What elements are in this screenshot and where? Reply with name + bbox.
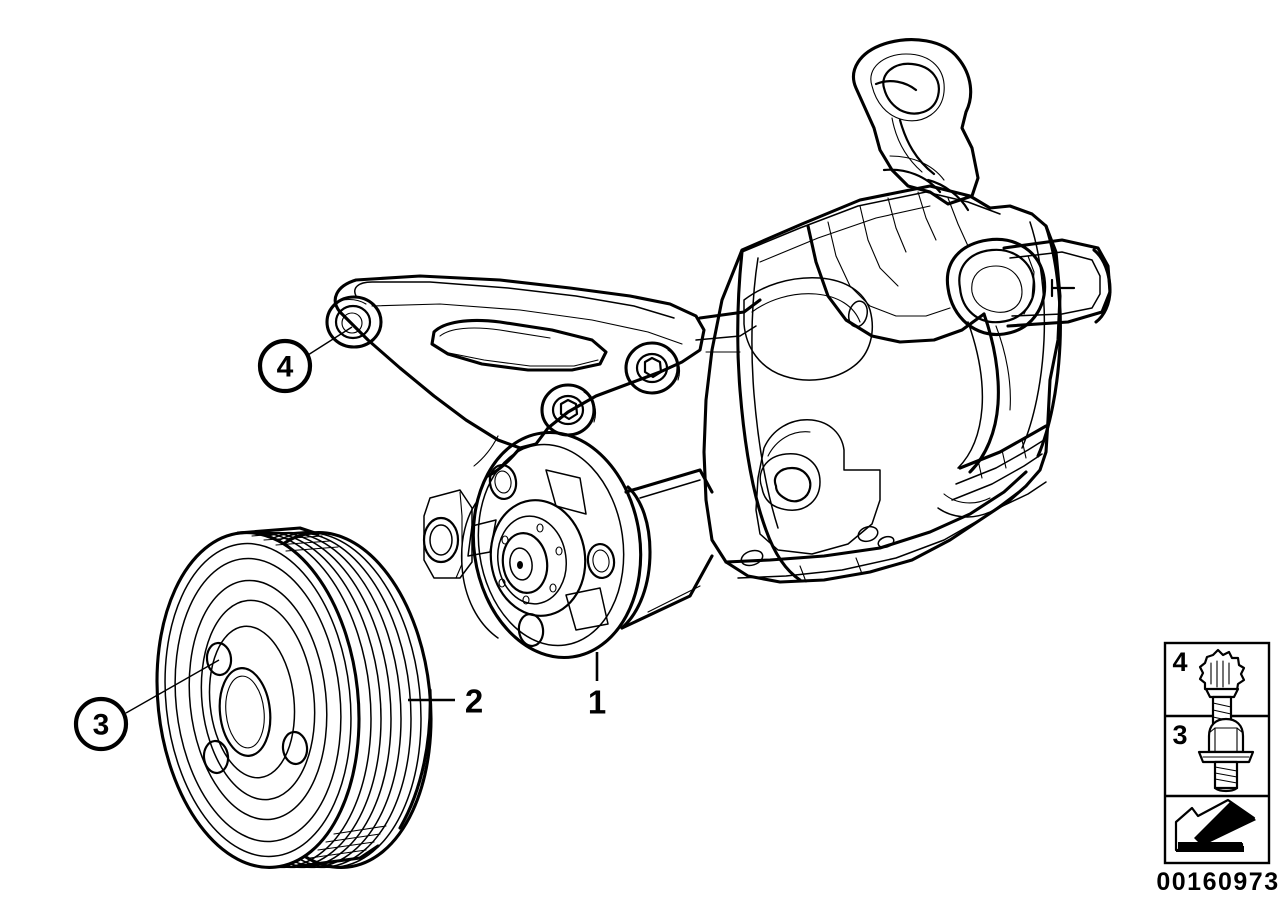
mounting-bracket <box>325 274 762 478</box>
diagram-id-label: 00160973 <box>1156 868 1279 896</box>
pump-outlet-port <box>945 237 1112 337</box>
callout-4-label: 4 <box>277 351 294 384</box>
legend-box: 4 3 <box>1156 641 1279 896</box>
callout-3-label: 3 <box>93 709 110 742</box>
callout-4-circle[interactable] <box>257 338 313 394</box>
hex-flange-bolt-icon <box>1197 717 1255 793</box>
drive-pulley <box>155 526 433 869</box>
twelve-point-flange-bolt-icon <box>1198 648 1246 751</box>
pump-assembly <box>422 38 1112 660</box>
callout-2-label: 2 <box>465 683 483 720</box>
pump-housing <box>702 184 1062 584</box>
direction-arrow-icon <box>1174 798 1256 852</box>
callout-3-circle[interactable] <box>73 696 129 752</box>
callout-1-label: 1 <box>588 684 606 721</box>
pump-upper-mounting-lug <box>851 38 980 212</box>
callout-3[interactable]: 3 <box>73 696 129 752</box>
legend-row-4-number: 4 <box>1172 647 1187 677</box>
pump-neck <box>620 468 714 630</box>
callout-4[interactable]: 4 <box>257 338 313 394</box>
pump-drive-flange <box>460 430 652 660</box>
callout-leaders <box>125 326 599 714</box>
pump-front-boss <box>422 489 473 579</box>
legend-row-3-number: 3 <box>1172 720 1187 750</box>
